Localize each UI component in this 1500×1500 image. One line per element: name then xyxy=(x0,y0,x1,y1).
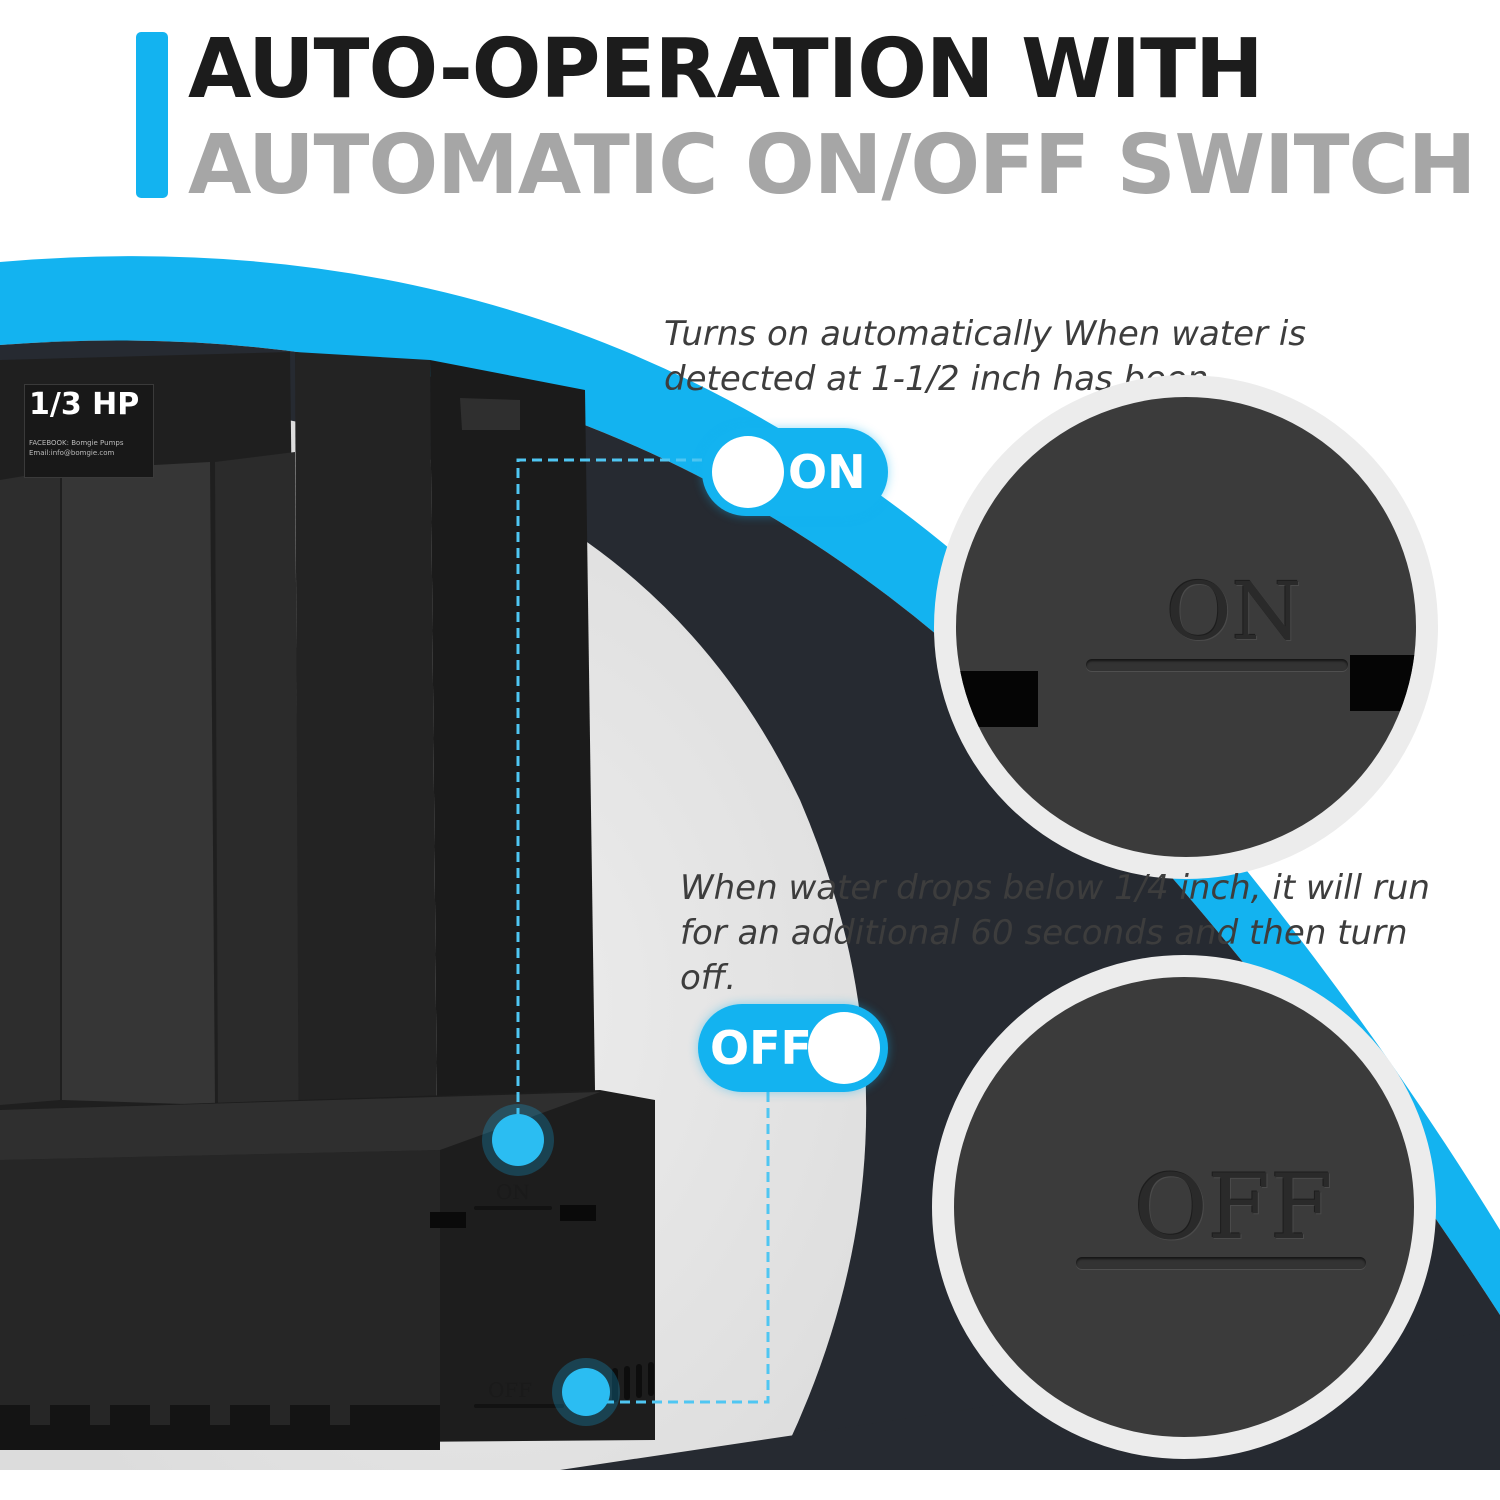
on-connector-line xyxy=(516,458,702,1118)
pump-column-left xyxy=(0,470,60,1105)
off-closeup-line xyxy=(1076,1257,1366,1269)
pump-rating-label: 1/3 HP FACEBOOK: Bomgie Pumps Email:info… xyxy=(24,384,154,478)
off-indicator-dot xyxy=(552,1358,620,1426)
on-toggle-label: ON xyxy=(788,445,866,499)
pump-vent-slots xyxy=(612,1362,654,1402)
pump-switch-line-on xyxy=(474,1206,552,1210)
on-closeup-text: ON xyxy=(1166,565,1302,658)
pump-column-mid xyxy=(62,462,215,1105)
pump-label-facebook: FACEBOOK: Bomgie Pumps xyxy=(29,439,124,447)
pump-switch-slot-right xyxy=(560,1205,596,1221)
off-connector-line xyxy=(596,1092,770,1404)
pump-rating-text: 1/3 HP xyxy=(29,387,140,422)
off-toggle-label: OFF xyxy=(710,1021,812,1075)
pump-on-marking: ON xyxy=(496,1180,530,1204)
off-caption: When water drops below 1/4 inch, it will… xyxy=(680,868,1430,998)
on-closeup-circle: ON xyxy=(934,375,1438,879)
on-toggle-knob xyxy=(712,436,784,508)
title-accent-bar xyxy=(136,32,168,198)
off-closeup-circle: OFF xyxy=(932,955,1436,1459)
off-closeup-text: OFF xyxy=(1134,1155,1333,1260)
off-toggle-badge: OFF xyxy=(698,1004,888,1092)
on-closeup-slot-right xyxy=(1350,655,1416,711)
pump-switch-slot-left xyxy=(430,1212,466,1228)
pump-off-marking: OFF xyxy=(488,1378,533,1402)
on-caption: Turns on automatically When water is det… xyxy=(664,314,1306,399)
pump-top-notch xyxy=(460,398,520,430)
pump-feet xyxy=(0,1405,440,1450)
on-closeup-line xyxy=(1086,659,1348,671)
on-toggle-badge: ON xyxy=(702,428,888,516)
pump-image xyxy=(0,352,655,1450)
pump-base-front xyxy=(0,1150,440,1445)
page-title-line2: AUTOMATIC ON/OFF SWITCH xyxy=(188,118,1476,213)
pump-base-top-face xyxy=(0,1092,600,1160)
pump-switch-line-off xyxy=(474,1404,564,1408)
on-closeup-slot-left xyxy=(960,671,1038,727)
off-toggle-knob xyxy=(808,1012,880,1084)
bottom-strip xyxy=(0,1470,1500,1500)
on-indicator-dot xyxy=(482,1104,554,1176)
page-title-line1: AUTO-OPERATION WITH xyxy=(188,22,1264,117)
pump-label-email: Email:info@bomgie.com xyxy=(29,449,115,457)
pump-column-right xyxy=(215,452,300,1110)
